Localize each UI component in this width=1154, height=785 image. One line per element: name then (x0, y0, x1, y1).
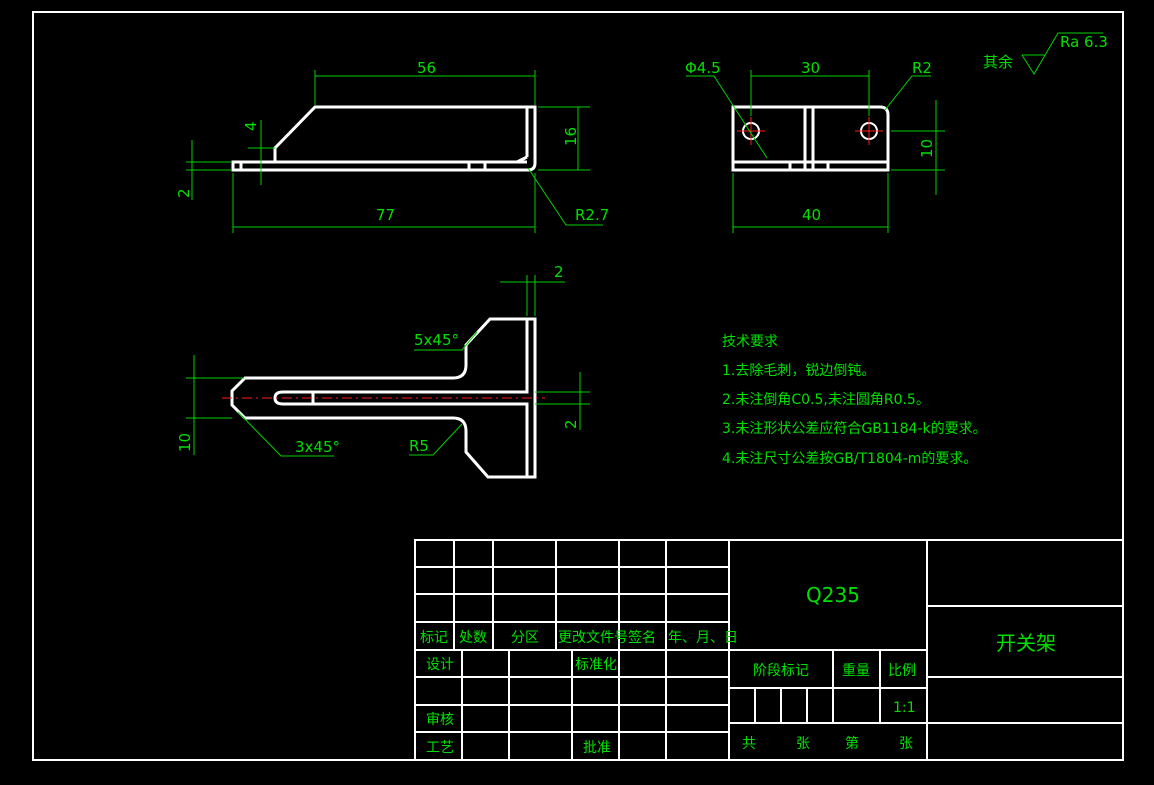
scale-label: 比例 (888, 663, 916, 679)
top-view-outline (230, 317, 537, 479)
dim-top-chamfer-top: 5x45° (414, 331, 459, 349)
roughness-check-icon (1021, 32, 1103, 75)
sheet-unit-label: 张 (796, 736, 810, 752)
material-label: Q235 (806, 583, 860, 607)
tech-req-item: 2.未注倒角C0.5,未注圆角R0.5。 (722, 392, 930, 408)
technical-requirements: 技术要求 1.去除毛刺，锐边倒钝。 2.未注倒角C0.5,未注圆角R0.5。 3… (722, 334, 987, 467)
dim-front-fillet: R2.7 (575, 206, 609, 224)
revision-header: 签名 (628, 629, 656, 646)
stage-mark-label: 阶段标记 (753, 663, 809, 679)
tech-req-item: 4.未注尺寸公差按GB/T1804-m的要求。 (722, 451, 977, 467)
revision-header: 年、月、日 (668, 630, 738, 646)
dim-side-corner-radius: R2 (912, 59, 932, 77)
dim-front-height: 16 (562, 127, 580, 146)
side-view-outline (731, 105, 890, 172)
tech-req-item: 1.去除毛刺，锐边倒钝。 (722, 363, 875, 379)
tech-req-item: 3.未注形状公差应符合GB1184-k的要求。 (722, 420, 987, 437)
part-name: 开关架 (996, 631, 1056, 655)
review-label: 审核 (426, 712, 454, 728)
dim-front-thickness: 2 (175, 188, 193, 198)
dim-front-step: 4 (242, 121, 260, 131)
roughness-symbol: 其余 Ra 6.3 (983, 32, 1108, 75)
dim-top-fillet: R5 (409, 437, 429, 455)
roughness-prefix: 其余 (983, 53, 1013, 71)
revision-header: 标记 (420, 630, 448, 646)
standardization-label: 标准化 (575, 657, 617, 673)
dim-side-width: 40 (802, 206, 821, 224)
revision-header: 处数 (459, 630, 487, 646)
sheet-unit-label: 张 (899, 736, 913, 752)
dim-front-top-length: 56 (417, 59, 436, 77)
design-label: 设计 (426, 657, 454, 673)
weight-label: 重量 (842, 663, 870, 679)
dim-side-hole-dia: Φ4.5 (685, 59, 721, 77)
sheet-total-label: 共 (742, 736, 756, 752)
roughness-value: Ra 6.3 (1060, 33, 1108, 51)
revision-header: 分区 (511, 630, 539, 646)
dim-side-height: 10 (918, 139, 936, 158)
dim-front-total-length: 77 (376, 206, 395, 224)
scale-value: 1:1 (893, 700, 916, 716)
approve-label: 批准 (583, 740, 611, 756)
dim-top-chamfer-left: 3x45° (295, 438, 340, 456)
front-view-outline (231, 105, 537, 172)
sheet-number-label: 第 (845, 735, 859, 752)
dim-side-hole-spacing: 30 (801, 59, 820, 77)
title-block: Q235 开关架 标记 处数 分区 更改文件号 签名 年、月、日 设计 标准化 … (414, 539, 1124, 761)
front-view: 56 16 4 2 77 R2.7 (175, 59, 609, 233)
dim-top-thickness: 2 (554, 263, 564, 281)
top-view: 2 5x45° 3x45° R5 2 10 (176, 263, 590, 479)
process-label: 工艺 (426, 740, 454, 756)
dim-top-slot-width: 2 (562, 419, 580, 429)
dim-top-height: 10 (176, 433, 194, 452)
tech-req-title: 技术要求 (722, 334, 778, 350)
side-view: 30 Φ4.5 R2 10 40 (685, 59, 945, 233)
revision-header: 更改文件号 (558, 630, 628, 646)
